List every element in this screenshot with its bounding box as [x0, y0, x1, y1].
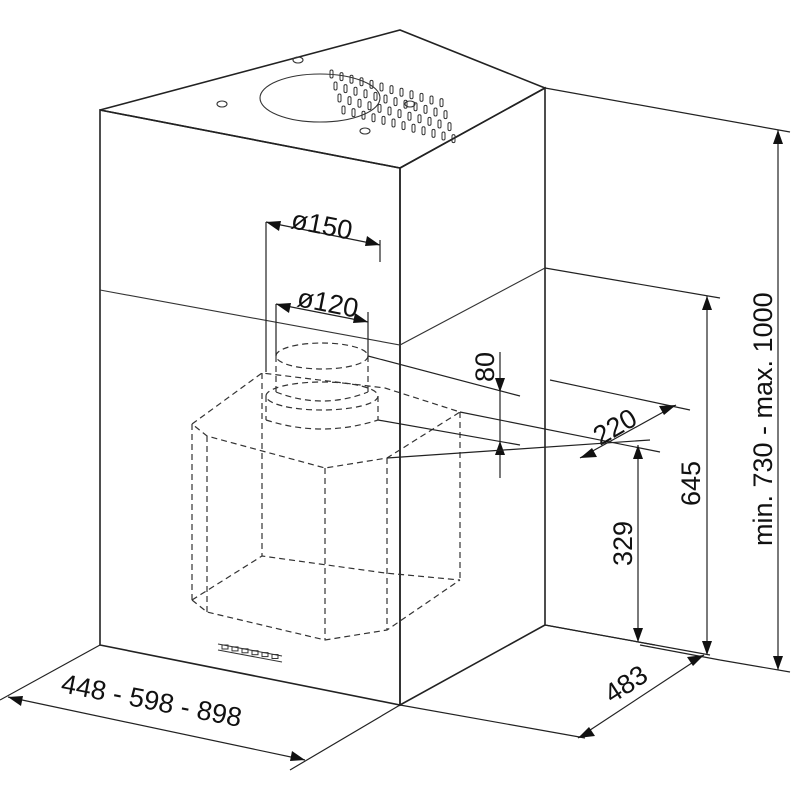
vent-slot	[387, 106, 392, 116]
vent-slot	[351, 108, 356, 118]
housing-bottom-front	[191, 579, 461, 641]
vent-slot	[383, 94, 388, 104]
vent-slot	[423, 104, 428, 114]
vent-slot	[349, 74, 354, 84]
vent-slot	[379, 82, 384, 92]
vent-slot	[443, 110, 448, 120]
vent-slot	[341, 105, 346, 115]
vent-slot	[367, 101, 372, 111]
dim-depth: 483	[399, 624, 711, 739]
control-button-icon	[231, 646, 239, 652]
dim-total-height: min. 730 - max. 1000	[544, 87, 791, 673]
vent-slot	[439, 98, 444, 108]
vent-slot	[347, 96, 352, 106]
housing-top-octagon	[191, 372, 462, 469]
vent-slot	[403, 99, 408, 109]
dim-duct-inner: ø120	[275, 282, 369, 356]
vent-slot	[343, 84, 348, 94]
mount-hole-3	[359, 127, 371, 135]
top-details	[216, 56, 456, 144]
mount-hole-4	[404, 100, 416, 108]
vent-slot	[361, 110, 366, 120]
dim-collar-height: 80	[367, 352, 521, 478]
vent-slot	[369, 79, 374, 89]
mount-hole-2	[292, 56, 304, 64]
vent-slot	[391, 118, 396, 128]
vent-slot	[399, 87, 404, 97]
control-button-icon	[271, 654, 279, 659]
top-face	[99, 29, 547, 169]
vent-slot	[333, 81, 338, 91]
ring-bottom-curve	[265, 419, 379, 430]
top-duct-opening	[259, 73, 381, 123]
vent-slot	[381, 115, 386, 125]
section-split-line	[99, 267, 546, 346]
vent-slot	[437, 119, 442, 129]
vent-slot	[427, 116, 432, 126]
vent-slots	[329, 69, 456, 144]
vent-slot	[407, 111, 412, 121]
dim-duct-inner-label: ø120	[295, 282, 361, 323]
vent-slot	[363, 89, 368, 99]
mount-hole-1	[216, 100, 228, 108]
housing-bottom-back	[191, 555, 461, 601]
vent-slot	[329, 69, 334, 79]
vent-slot	[431, 128, 436, 138]
control-button-icon	[261, 652, 269, 658]
control-button-icon	[221, 644, 229, 650]
side-face	[399, 86, 546, 707]
collar-bottom-curve	[275, 391, 369, 402]
vent-slot	[373, 91, 378, 101]
hidden-motor-housing	[191, 342, 462, 641]
vent-slot	[397, 109, 402, 119]
front-face	[99, 109, 401, 706]
dim-lower-height: 329	[386, 439, 656, 646]
dim-total-height-label: min. 730 - max. 1000	[748, 292, 778, 546]
dim-width: 448 - 598 - 898	[0, 644, 401, 771]
vent-slot	[339, 72, 344, 82]
control-button-icon	[251, 650, 259, 656]
vent-slot	[411, 123, 416, 133]
dim-depth-label: 483	[599, 659, 653, 709]
collar-top-ellipse	[275, 342, 369, 370]
vent-slot	[421, 126, 426, 136]
dim-width-label: 448 - 598 - 898	[59, 668, 245, 732]
vent-slot	[419, 92, 424, 102]
control-panel	[217, 643, 283, 663]
vent-slot	[393, 97, 398, 107]
dim-duct-outer-label: ø150	[289, 204, 355, 245]
vent-slot	[417, 114, 422, 124]
vent-slot	[377, 103, 382, 113]
dim-body-height: 645	[544, 267, 721, 661]
vent-slot	[447, 122, 452, 132]
vent-slot	[401, 121, 406, 131]
vent-slot	[359, 77, 364, 87]
dim-duct-offset: 220	[459, 379, 691, 459]
vent-slot	[389, 85, 394, 95]
control-button-icon	[241, 648, 249, 654]
control-buttons	[221, 644, 279, 659]
dim-collar-height-label: 80	[470, 352, 500, 382]
vent-slot	[413, 102, 418, 112]
vent-slot	[357, 98, 362, 108]
vent-slot	[441, 131, 446, 141]
vent-slot	[429, 95, 434, 105]
vent-slot	[337, 93, 342, 103]
vent-slot	[451, 134, 456, 144]
dim-lower-height-label: 329	[608, 521, 638, 566]
vent-slot	[409, 90, 414, 100]
vent-slot	[433, 107, 438, 117]
dim-body-height-label: 645	[676, 461, 706, 506]
ring-top-ellipse	[265, 381, 379, 411]
vent-slot	[353, 86, 358, 96]
vent-slot	[371, 113, 376, 123]
